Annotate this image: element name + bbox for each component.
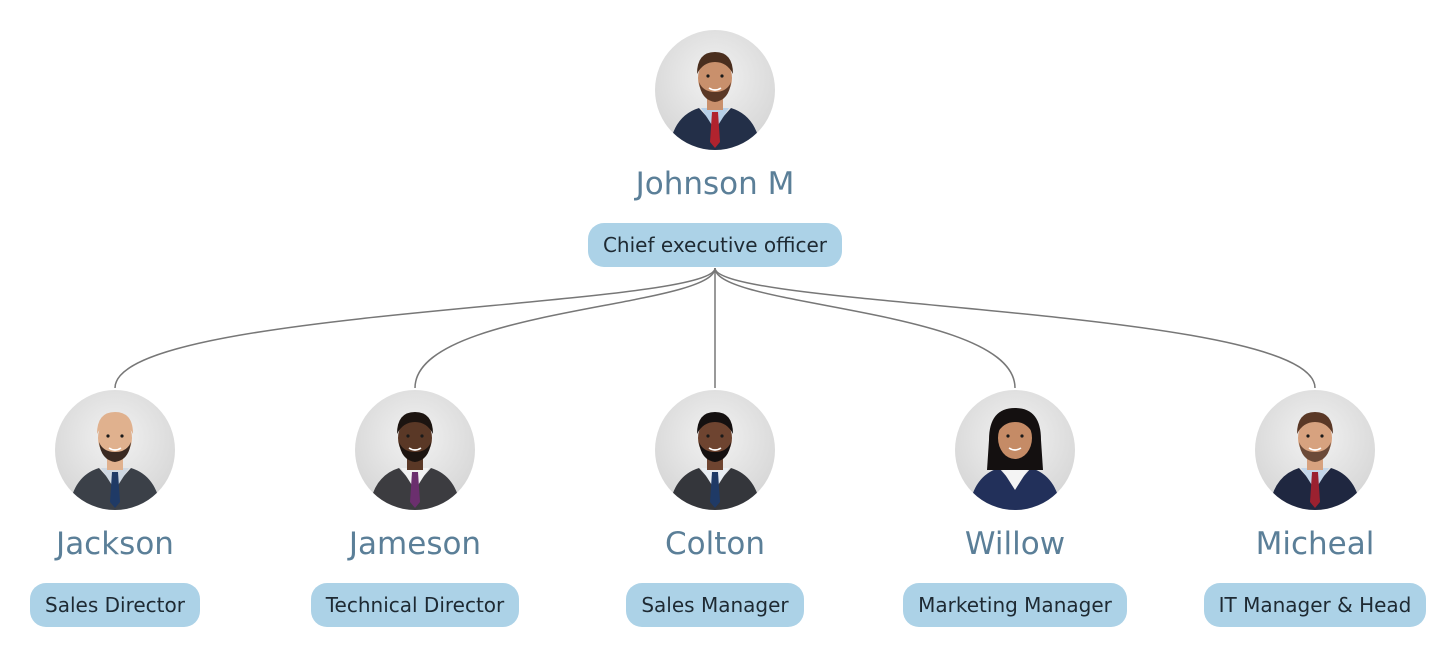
connector-line <box>114 267 716 389</box>
org-node-child[interactable]: Colton Sales Manager <box>585 390 845 627</box>
org-node-child[interactable]: Jameson Technical Director <box>285 390 545 627</box>
person-portrait-icon <box>1255 390 1375 510</box>
person-portrait-icon <box>655 30 775 150</box>
connector-line <box>714 267 1016 389</box>
person-portrait-icon <box>655 390 775 510</box>
org-node-child[interactable]: Micheal IT Manager & Head <box>1185 390 1445 627</box>
node-name: Jameson <box>348 526 482 562</box>
role-badge: Chief executive officer <box>587 223 843 267</box>
role-badge: Sales Director <box>30 583 200 627</box>
node-name: Johnson M <box>635 166 795 202</box>
person-portrait-icon <box>955 390 1075 510</box>
org-node-root[interactable]: Johnson M Chief executive officer <box>585 30 845 267</box>
connector-line <box>414 267 716 389</box>
connector-line <box>714 267 1316 389</box>
person-portrait-icon <box>355 390 475 510</box>
org-node-child[interactable]: Jackson Sales Director <box>0 390 245 627</box>
org-node-child[interactable]: Willow Marketing Manager <box>885 390 1145 627</box>
role-badge: Marketing Manager <box>903 583 1127 627</box>
role-badge: Sales Manager <box>626 583 804 627</box>
node-name: Willow <box>964 526 1066 562</box>
role-badge: Technical Director <box>310 583 520 627</box>
node-name: Jackson <box>56 526 174 562</box>
person-portrait-icon <box>55 390 175 510</box>
role-badge: IT Manager & Head <box>1203 583 1427 627</box>
node-name: Micheal <box>1255 526 1375 562</box>
node-name: Colton <box>665 526 765 562</box>
